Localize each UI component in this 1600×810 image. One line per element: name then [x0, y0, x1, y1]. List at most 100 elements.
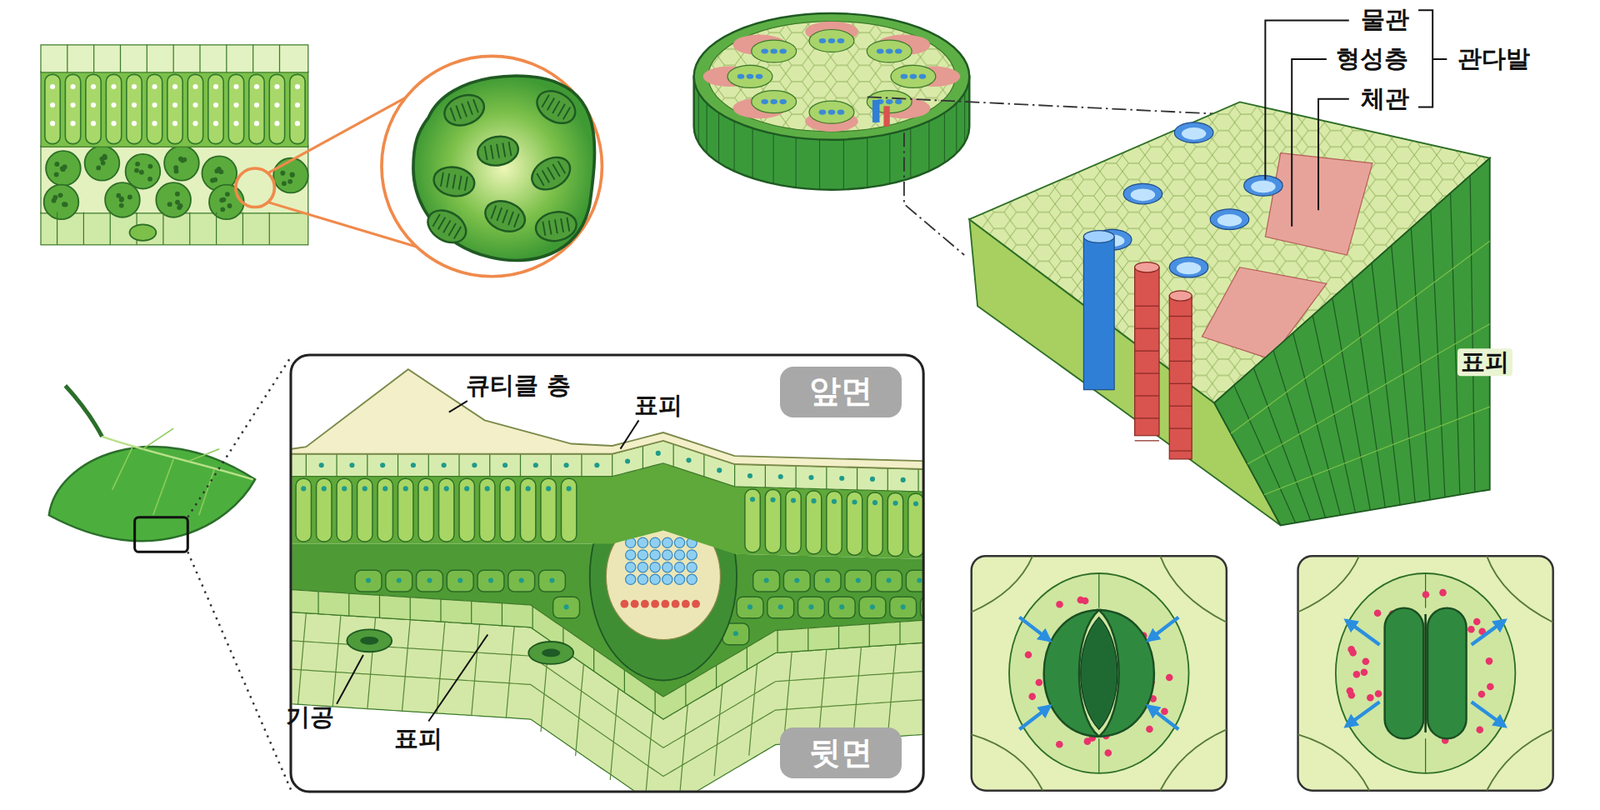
- guard-cell: [1385, 608, 1425, 740]
- grana: [558, 160, 566, 174]
- chloroplast-dot: [192, 84, 198, 90]
- bundle: [890, 65, 936, 88]
- palisade-cell: [439, 478, 455, 542]
- grana: [490, 145, 494, 160]
- cell-wall: [1425, 738, 1426, 774]
- ion-dot: [1478, 690, 1486, 699]
- phloem-dot: [681, 600, 690, 609]
- ion-dot: [1475, 726, 1484, 735]
- palisade-cell: [846, 491, 862, 555]
- nucleus-dot: [485, 485, 490, 491]
- chloroplast-dot: [151, 84, 157, 90]
- side-tag: 앞면: [780, 366, 903, 418]
- stem-side-cell: [928, 120, 930, 171]
- spongy-cell: [814, 570, 841, 592]
- cell-wall: [83, 212, 85, 245]
- underside-wall: [680, 705, 689, 791]
- chloroplast-dot: [295, 102, 300, 108]
- phloem-tube-top: [1169, 290, 1192, 301]
- nucleus-dot: [778, 474, 784, 480]
- palisade-cell: [398, 478, 414, 542]
- nucleus-dot: [488, 577, 494, 583]
- chloroplast-dot: [192, 120, 198, 126]
- chloroplast-dot: [274, 120, 280, 126]
- cell-wall: [366, 454, 368, 477]
- chloroplast-dot: [227, 203, 233, 209]
- chloroplast-dot: [90, 102, 96, 108]
- pore-line: [1424, 614, 1426, 733]
- chloroplast-dot: [254, 102, 260, 108]
- spongy-cell: [845, 570, 872, 592]
- stem-side-cell: [819, 139, 820, 190]
- cell-wall: [703, 454, 705, 477]
- palisade-cell: [357, 478, 373, 542]
- xylem-dot: [637, 537, 648, 548]
- stem-side-cell: [752, 128, 754, 179]
- ion-dot: [1025, 650, 1033, 659]
- spongy-cell: [783, 570, 810, 592]
- xylem-vessel: [1244, 175, 1284, 196]
- spongy-cell: [890, 596, 917, 619]
- side-tag: 뒷면: [780, 727, 903, 779]
- cut-guide: [867, 96, 1225, 115]
- nucleus-dot: [900, 477, 906, 483]
- chloroplast-dot: [213, 84, 219, 90]
- part-label: 표피: [1457, 348, 1513, 376]
- spongy-cell: [155, 182, 191, 218]
- sieve-plate: [1169, 428, 1192, 430]
- xylem-vessel: [1210, 209, 1250, 230]
- nucleus-dot: [685, 457, 691, 463]
- chloroplast: [533, 209, 579, 245]
- epidermis-row: [1264, 406, 1490, 495]
- bundle: [866, 40, 912, 63]
- cell-wall: [440, 599, 441, 622]
- stoma-ring: [346, 629, 392, 652]
- xylem-dot: [828, 38, 836, 44]
- nucleus-dot: [870, 604, 875, 610]
- sieve-plate: [1169, 405, 1192, 407]
- palisade-cell: [290, 74, 305, 144]
- xylem-dot: [819, 38, 827, 44]
- grana: [508, 211, 514, 225]
- cell-wall: [120, 45, 121, 73]
- zoom-line: [187, 356, 291, 517]
- palisade-cell: [867, 492, 883, 556]
- nucleus-dot: [396, 577, 402, 583]
- stem-side-cell: [706, 103, 708, 154]
- ion-dot: [1486, 683, 1495, 691]
- palisade-layer: [40, 71, 309, 148]
- palisade-cell: [459, 478, 475, 542]
- xylem-dot: [625, 574, 636, 585]
- stem-side-cell: [889, 134, 890, 185]
- stem-top-rim: [694, 13, 970, 140]
- chloroplast-dot: [175, 191, 180, 197]
- chloroplast-dot: [100, 160, 106, 166]
- nucleus-dot: [892, 500, 898, 506]
- chloroplast-dot: [95, 165, 101, 170]
- nucleus-dot: [502, 462, 508, 468]
- nucleus-dot: [810, 498, 816, 504]
- ion-dot: [1055, 740, 1064, 749]
- xylem-vessel: [1174, 122, 1214, 143]
- ion-dot: [1485, 657, 1494, 665]
- chloroplast-dot: [127, 195, 133, 200]
- palisade-cell: [45, 74, 60, 144]
- leader-line: [1265, 20, 1349, 180]
- grana: [547, 97, 555, 110]
- xylem-dot: [770, 99, 778, 105]
- cell-wall: [869, 624, 870, 647]
- grana: [454, 226, 462, 240]
- chloroplast-dot: [233, 84, 239, 90]
- xylem-dot: [662, 537, 673, 548]
- spongy-cell: [125, 154, 161, 190]
- underside-wall: [575, 664, 585, 756]
- bundle: [809, 100, 855, 124]
- palisade-cell: [805, 490, 821, 555]
- grana: [473, 99, 479, 113]
- stem-side-cell: [773, 134, 775, 185]
- water-arrow: [1019, 705, 1050, 730]
- water-arrow: [1345, 620, 1380, 645]
- subsidiary-cell: [1009, 573, 1190, 774]
- xylem-dot: [910, 74, 918, 80]
- leaf-vein: [142, 428, 174, 449]
